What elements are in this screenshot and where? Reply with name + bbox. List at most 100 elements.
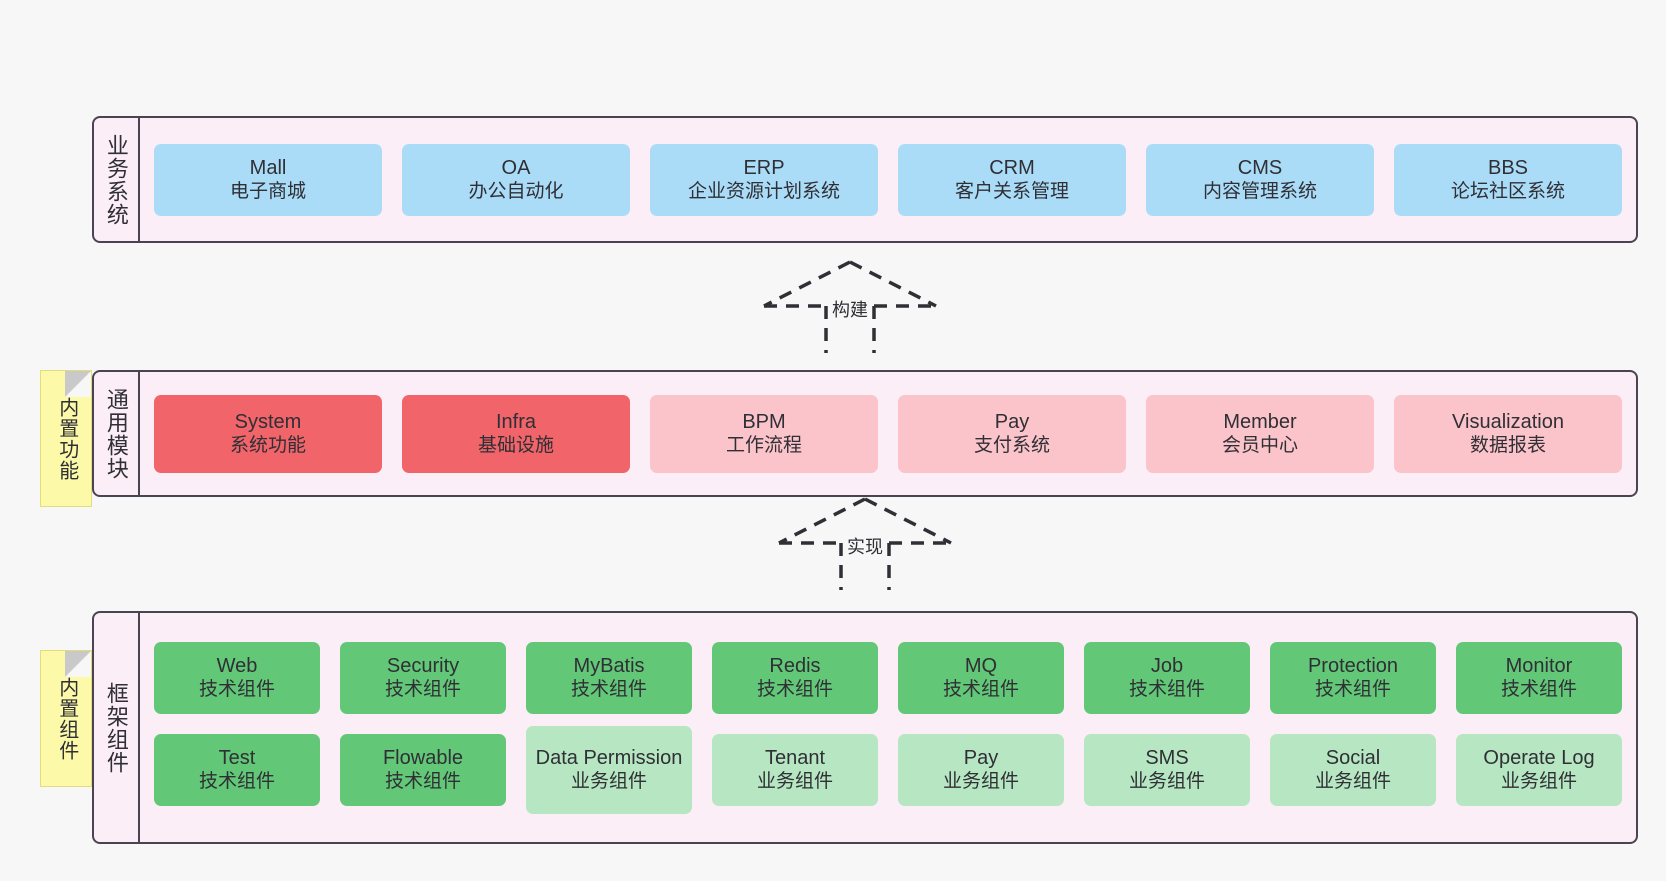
card-title: Web: [216, 654, 258, 677]
card-title: Pay: [963, 746, 999, 769]
card-subtitle: 技术组件: [198, 679, 275, 701]
card-subtitle: 技术组件: [1500, 679, 1577, 701]
dashed-hollow-arrow-icon: [763, 260, 937, 353]
card-title: OA: [501, 156, 531, 179]
card-subtitle: 基础设施: [477, 435, 554, 457]
card-subtitle: 技术组件: [1128, 679, 1205, 701]
connector-implement-arrow: 实现: [775, 495, 955, 590]
card-title: Protection: [1307, 654, 1399, 677]
card-member[interactable]: Member 会员中心: [1146, 394, 1374, 473]
card-monitor[interactable]: Monitor 技术组件: [1456, 641, 1622, 714]
card-title: CRM: [989, 156, 1035, 179]
card-subtitle: 数据报表: [1469, 435, 1546, 457]
card-tenant[interactable]: Tenant 业务组件: [712, 733, 878, 806]
card-title: System: [234, 410, 302, 433]
card-row: Test 技术组件 Flowable 技术组件 Data Permission …: [154, 725, 1622, 814]
card-oa[interactable]: OA 办公自动化: [402, 143, 630, 216]
sticky-note-builtin-features: 内置功能: [40, 370, 92, 507]
card-subtitle: 业务组件: [1500, 771, 1577, 793]
layer-body-common-modules: System 系统功能 Infra 基础设施 BPM 工作流程 Pay 支付系统…: [140, 372, 1636, 495]
card-subtitle: 技术组件: [942, 679, 1019, 701]
card-subtitle: 技术组件: [570, 679, 647, 701]
card-bpm[interactable]: BPM 工作流程: [650, 394, 878, 473]
card-subtitle: 支付系统: [973, 435, 1050, 457]
layer-title-common-modules: 通用模块: [94, 372, 140, 495]
card-subtitle: 会员中心: [1221, 435, 1298, 457]
card-erp[interactable]: ERP 企业资源计划系统: [650, 143, 878, 216]
card-title: MyBatis: [573, 654, 645, 677]
card-title: Member: [1223, 410, 1297, 433]
card-title: Security: [386, 654, 460, 677]
card-mybatis[interactable]: MyBatis 技术组件: [526, 641, 692, 714]
card-pay[interactable]: Pay 支付系统: [898, 394, 1126, 473]
card-subtitle: 技术组件: [384, 679, 461, 701]
card-mq[interactable]: MQ 技术组件: [898, 641, 1064, 714]
card-infra[interactable]: Infra 基础设施: [402, 394, 630, 473]
card-subtitle: 业务组件: [756, 771, 833, 793]
card-subtitle: 论坛社区系统: [1450, 181, 1565, 203]
card-pay-business[interactable]: Pay 业务组件: [898, 733, 1064, 806]
card-subtitle: 技术组件: [198, 771, 275, 793]
card-subtitle: 技术组件: [756, 679, 833, 701]
layer-title-framework-components: 框架组件: [94, 613, 140, 842]
card-title: Operate Log: [1483, 746, 1595, 769]
card-test[interactable]: Test 技术组件: [154, 733, 320, 806]
card-row: Mall 电子商城 OA 办公自动化 ERP 企业资源计划系统 CRM 客户关系…: [154, 143, 1622, 216]
card-subtitle: 业务组件: [570, 771, 647, 793]
card-title: Tenant: [764, 746, 826, 769]
layer-body-business-systems: Mall 电子商城 OA 办公自动化 ERP 企业资源计划系统 CRM 客户关系…: [140, 118, 1636, 241]
card-social[interactable]: Social 业务组件: [1270, 733, 1436, 806]
card-operate-log[interactable]: Operate Log 业务组件: [1456, 733, 1622, 806]
card-subtitle: 客户关系管理: [954, 181, 1069, 203]
sticky-note-label: 内置功能: [55, 396, 78, 481]
card-subtitle: 技术组件: [384, 771, 461, 793]
card-subtitle: 办公自动化: [468, 181, 564, 203]
card-title: Social: [1325, 746, 1381, 769]
card-system[interactable]: System 系统功能: [154, 394, 382, 473]
sticky-note-label: 内置组件: [55, 676, 78, 761]
card-title: Data Permission: [535, 746, 683, 769]
card-protection[interactable]: Protection 技术组件: [1270, 641, 1436, 714]
card-subtitle: 系统功能: [229, 435, 306, 457]
connector-label: 实现: [844, 533, 886, 559]
card-subtitle: 工作流程: [725, 435, 802, 457]
card-data-permission[interactable]: Data Permission 业务组件: [526, 725, 692, 814]
card-title: Mall: [249, 156, 287, 179]
card-sms[interactable]: SMS 业务组件: [1084, 733, 1250, 806]
card-title: BPM: [742, 410, 786, 433]
card-row: Web 技术组件 Security 技术组件 MyBatis 技术组件 Redi…: [154, 641, 1622, 714]
layer-body-framework-components: Web 技术组件 Security 技术组件 MyBatis 技术组件 Redi…: [140, 613, 1636, 842]
card-subtitle: 业务组件: [942, 771, 1019, 793]
card-web[interactable]: Web 技术组件: [154, 641, 320, 714]
card-bbs[interactable]: BBS 论坛社区系统: [1394, 143, 1622, 216]
card-title: SMS: [1145, 746, 1189, 769]
card-title: Infra: [495, 410, 537, 433]
card-row: System 系统功能 Infra 基础设施 BPM 工作流程 Pay 支付系统…: [154, 394, 1622, 473]
layer-framework-components: 框架组件 Web 技术组件 Security 技术组件 MyBatis 技术组件…: [92, 611, 1638, 844]
card-mall[interactable]: Mall 电子商城: [154, 143, 382, 216]
card-title: Job: [1150, 654, 1184, 677]
card-title: Test: [218, 746, 256, 769]
card-title: MQ: [964, 654, 998, 677]
card-subtitle: 业务组件: [1128, 771, 1205, 793]
sticky-note-builtin-components: 内置组件: [40, 650, 92, 787]
card-security[interactable]: Security 技术组件: [340, 641, 506, 714]
card-crm[interactable]: CRM 客户关系管理: [898, 143, 1126, 216]
card-subtitle: 技术组件: [1314, 679, 1391, 701]
card-flowable[interactable]: Flowable 技术组件: [340, 733, 506, 806]
card-redis[interactable]: Redis 技术组件: [712, 641, 878, 714]
layer-common-modules: 通用模块 System 系统功能 Infra 基础设施 BPM 工作流程 Pay…: [92, 370, 1638, 497]
card-title: Monitor: [1505, 654, 1573, 677]
connector-label: 构建: [829, 296, 871, 322]
card-title: Redis: [769, 654, 821, 677]
card-title: Flowable: [382, 746, 464, 769]
connector-build-arrow: 构建: [760, 258, 940, 353]
card-visualization[interactable]: Visualization 数据报表: [1394, 394, 1622, 473]
card-title: ERP: [743, 156, 785, 179]
card-title: Pay: [994, 410, 1030, 433]
layer-title-business-systems: 业务系统: [94, 118, 140, 241]
card-job[interactable]: Job 技术组件: [1084, 641, 1250, 714]
layer-business-systems: 业务系统 Mall 电子商城 OA 办公自动化 ERP 企业资源计划系统 CRM…: [92, 116, 1638, 243]
card-subtitle: 企业资源计划系统: [687, 181, 840, 203]
card-cms[interactable]: CMS 内容管理系统: [1146, 143, 1374, 216]
